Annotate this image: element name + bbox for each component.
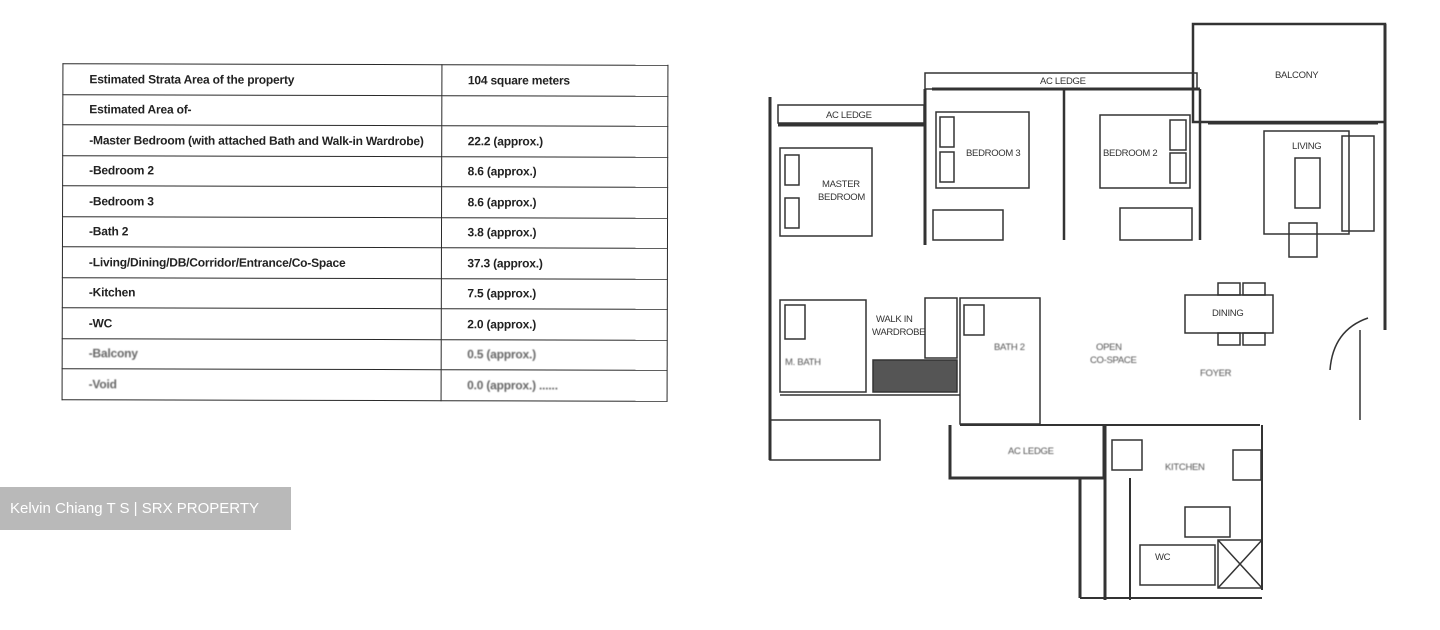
- row-value: 7.5 (approx.): [440, 278, 668, 310]
- row-value: [441, 95, 668, 127]
- row-label: -Bedroom 2: [62, 155, 442, 187]
- label-ac-ledge-top: AC LEDGE: [1040, 76, 1086, 87]
- floor-plan-drawing: AC LEDGE AC LEDGE BALCONY MASTER BEDROOM…: [768, 22, 1387, 600]
- row-value: 8.6 (approx.): [441, 156, 668, 188]
- row-label: -Bath 2: [62, 216, 442, 248]
- row-value: 2.0 (approx.): [440, 308, 668, 340]
- row-label: -Kitchen: [62, 277, 441, 309]
- table-row: -Void 0.0 (approx.) ......: [62, 368, 668, 401]
- row-value: 0.0 (approx.) ......: [440, 369, 668, 401]
- label-master-bedroom-2: BEDROOM: [818, 192, 865, 203]
- row-label: Estimated Strata Area of the property: [62, 63, 442, 96]
- row-label: -Master Bedroom (with attached Bath and …: [62, 124, 442, 157]
- table-row: -Bedroom 3 8.6 (approx.): [62, 185, 668, 218]
- label-balcony: BALCONY: [1275, 70, 1319, 81]
- table-row: -Kitchen 7.5 (approx.): [62, 277, 668, 310]
- row-label: -Living/Dining/DB/Corridor/Entrance/Co-S…: [62, 246, 441, 279]
- label-bath-2: BATH 2: [994, 342, 1025, 353]
- row-value: 22.2 (approx.): [441, 125, 668, 157]
- label-dining: DINING: [1212, 308, 1243, 319]
- label-kitchen: KITCHEN: [1165, 462, 1205, 473]
- label-co-space: CO-SPACE: [1090, 355, 1137, 366]
- label-foyer: FOYER: [1200, 368, 1232, 379]
- table-row: -Living/Dining/DB/Corridor/Entrance/Co-S…: [62, 246, 668, 279]
- label-bedroom-2: BEDROOM 2: [1103, 148, 1157, 159]
- table-row: -Balcony 0.5 (approx.): [62, 338, 668, 371]
- label-master-bedroom: MASTER: [822, 179, 860, 190]
- label-bedroom-3: BEDROOM 3: [966, 148, 1020, 159]
- floor-plan: AC LEDGE AC LEDGE BALCONY MASTER BEDROOM…: [760, 15, 1440, 615]
- table-row: Estimated Strata Area of the property 10…: [62, 63, 668, 96]
- row-label: -Balcony: [62, 338, 441, 370]
- table-row: -WC 2.0 (approx.): [62, 307, 668, 340]
- label-wardrobe: WARDROBE: [872, 327, 925, 338]
- label-wc: WC: [1155, 552, 1171, 563]
- row-value: 0.5 (approx.): [440, 339, 668, 371]
- label-ac-ledge-left: AC LEDGE: [826, 110, 872, 121]
- table-row: -Master Bedroom (with attached Bath and …: [62, 124, 668, 157]
- label-master-bath: M. BATH: [785, 357, 821, 368]
- row-value: 37.3 (approx.): [440, 247, 668, 279]
- watermark: Kelvin Chiang T S | SRX PROPERTY: [0, 487, 291, 530]
- row-label: -Bedroom 3: [62, 185, 442, 218]
- row-value: 8.6 (approx.): [441, 186, 668, 218]
- label-living: LIVING: [1292, 141, 1321, 152]
- table-row: -Bath 2 3.8 (approx.): [62, 216, 668, 249]
- row-label: -Void: [62, 368, 441, 401]
- label-open: OPEN: [1096, 342, 1122, 353]
- table-row: Estimated Area of-: [62, 94, 668, 127]
- label-walk-in: WALK IN: [876, 314, 913, 325]
- row-label: Estimated Area of-: [62, 94, 442, 126]
- area-table: Estimated Strata Area of the property 10…: [62, 63, 669, 401]
- table-row: -Bedroom 2 8.6 (approx.): [62, 155, 668, 188]
- row-value: 104 square meters: [441, 64, 668, 96]
- label-ac-ledge-bottom: AC LEDGE: [1008, 446, 1054, 457]
- row-value: 3.8 (approx.): [440, 217, 668, 249]
- row-label: -WC: [62, 307, 441, 340]
